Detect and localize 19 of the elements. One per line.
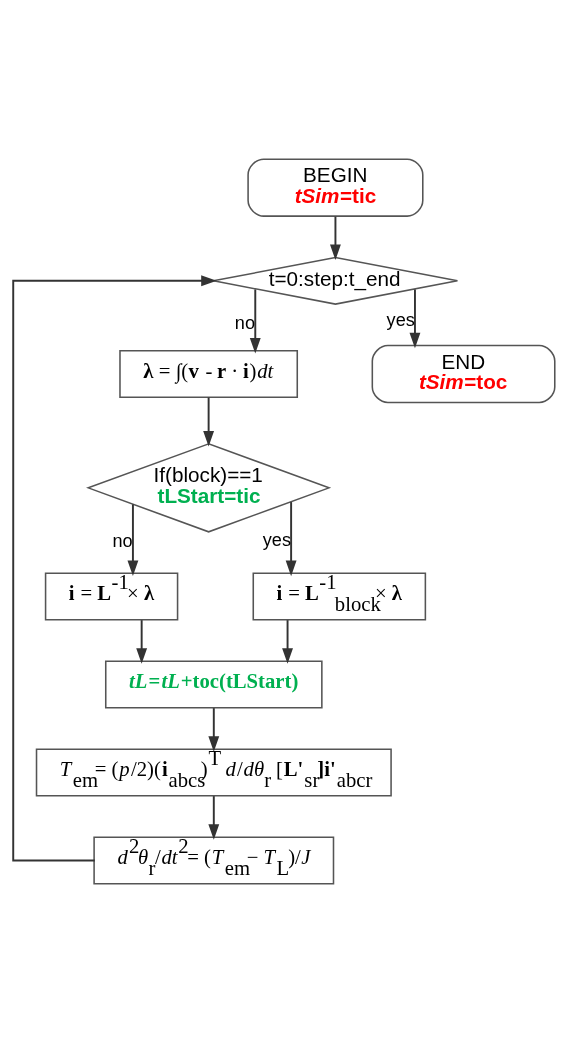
node-box: END tSim=toc: [371, 344, 556, 404]
arrow: [136, 619, 148, 664]
arrow: [330, 215, 341, 261]
arrow: [285, 501, 297, 577]
arrow: [127, 503, 139, 576]
arrow: [208, 795, 220, 840]
node-diamond: If(block)==1 tLStart=tic: [86, 443, 332, 533]
arrow: [409, 288, 421, 349]
arrow: [208, 707, 220, 752]
arrow: [203, 396, 215, 447]
edge-label: no: [112, 531, 133, 552]
node-box: λ = ∫(v - r · i)dt: [119, 349, 299, 399]
node-box: tL=tL+toc(tLStart): [104, 660, 323, 709]
node-box: BEGIN tSim=tic: [247, 158, 424, 217]
arrow: [282, 619, 293, 664]
edge-label: yes: [386, 310, 415, 331]
arrow: [12, 275, 217, 862]
arrow: [249, 288, 261, 354]
node-diamond: t=0:step:t_end: [212, 256, 459, 305]
